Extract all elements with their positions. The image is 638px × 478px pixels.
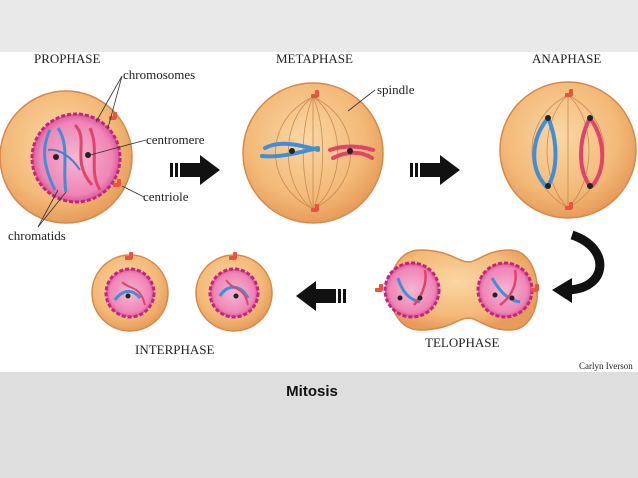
interphase-cell-left [91, 252, 169, 332]
centromere-label: centromere [146, 132, 205, 147]
centriole-label: centriole [143, 189, 189, 204]
top-band [0, 0, 638, 52]
metaphase-title: METAPHASE [276, 51, 353, 66]
metaphase-cell [242, 82, 384, 224]
chromosomes-label: chromosomes [123, 67, 195, 82]
telophase-title: TELOPHASE [425, 335, 499, 350]
chromatids-label: chromatids [8, 228, 66, 243]
image-credit: Carlyn Iverson [579, 361, 633, 371]
bottom-band [0, 372, 638, 478]
interphase-title: INTERPHASE [135, 342, 215, 357]
arrow-right-2-icon [410, 155, 460, 185]
curved-arrow-down-icon [552, 230, 605, 303]
slide-caption: Mitosis [286, 383, 338, 400]
spindle-label: spindle [377, 82, 415, 97]
arrow-right-1-icon [170, 155, 220, 185]
interphase-cell-right [195, 252, 273, 332]
prophase-cell [0, 90, 133, 224]
prophase-title: PROPHASE [34, 51, 101, 66]
prophase-leader-lines [37, 75, 147, 228]
anaphase-title: ANAPHASE [532, 51, 601, 66]
anaphase-cell [499, 81, 637, 219]
arrow-left-icon [296, 281, 346, 311]
telophase-cell [375, 249, 539, 331]
spindle-leader-line [347, 89, 376, 112]
